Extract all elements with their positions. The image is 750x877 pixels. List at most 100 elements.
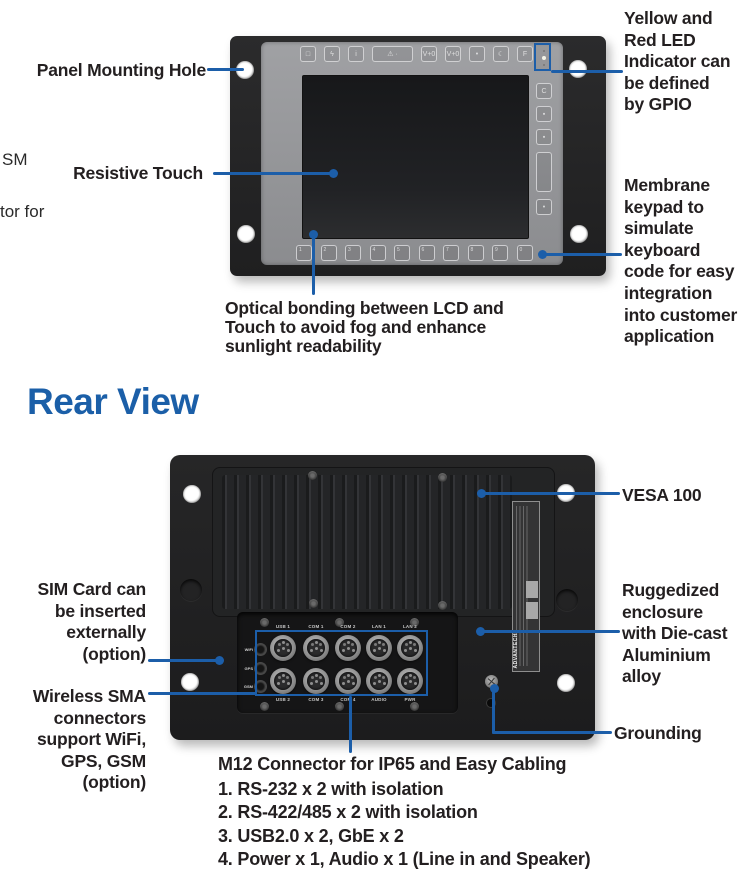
warning-key: ⚠ · (372, 46, 413, 62)
number-key-9: 9 (492, 245, 508, 261)
screw (438, 601, 447, 610)
m12-connector-com-2 (335, 635, 361, 661)
number-key-6: 6 (418, 245, 435, 261)
resistive-touch-label: Resistive Touch (73, 163, 203, 183)
sticker-brand: ADVANTECH (513, 633, 519, 669)
mounting-hole-bottom-right (557, 674, 575, 692)
m12-connector-label: COM 3 (308, 697, 324, 702)
left-fragment-tor-for: tor for (0, 202, 45, 221)
screw (335, 702, 344, 711)
number-key-4: 4 (369, 245, 386, 261)
optical-bonding-dot (309, 230, 318, 239)
m12-connector-block: M12 Connector for IP65 and Easy Cabling … (218, 753, 591, 871)
screw (260, 618, 269, 627)
panel-mounting-hole-label: Panel Mounting Hole (36, 60, 206, 80)
optical-bonding-line (312, 233, 315, 295)
panel-mounting-hole-line (207, 68, 244, 71)
sma-connector-label: WiFi (244, 647, 253, 652)
f-key: F (517, 46, 533, 62)
sticker-barcode (526, 602, 538, 619)
sim-dot (215, 656, 224, 665)
m12-connector-label: COM 4 (340, 697, 356, 702)
m12-connector-com-4 (335, 668, 361, 694)
sma-connector-label: GPS (244, 665, 253, 671)
m12-connector-pwr (397, 668, 423, 694)
screw (260, 702, 269, 711)
heatsink-plate (212, 467, 555, 617)
mounting-hole-top-left (183, 485, 201, 503)
number-key-3: 3 (345, 245, 361, 261)
mute-key: ϟ (324, 46, 340, 62)
led-indicator-line (551, 70, 623, 73)
m12-connector-label: LAN 2 (402, 624, 417, 629)
sma-connector-label: GSM (243, 684, 253, 689)
mounting-hole-bottom-left (181, 673, 199, 691)
rugged-dot (476, 627, 485, 636)
m12-connector-com-1 (303, 635, 329, 661)
m12-connector-usb-1 (270, 635, 296, 661)
vesa-line (481, 492, 620, 495)
m12-connector-lan-1 (366, 635, 392, 661)
product-label-sticker: ADVANTECH (512, 501, 540, 672)
mounting-hole-bottom-left (237, 225, 255, 243)
screw (309, 599, 318, 608)
screw (410, 618, 419, 627)
number-key-7: 7 (443, 245, 459, 261)
blind-hole-left (180, 579, 202, 601)
m12-connector-com-3 (303, 668, 329, 694)
number-key-0: 0 (516, 245, 533, 261)
membrane-keypad-dot (538, 250, 547, 259)
night-key: ☾ (493, 46, 509, 62)
grounding-line-horizontal (492, 731, 612, 734)
wireless-sma-line (148, 692, 256, 695)
sim-line (148, 659, 220, 662)
m12-title: M12 Connector for IP65 and Easy Cabling (218, 754, 567, 774)
screw (410, 702, 419, 711)
c-key: C (536, 83, 552, 99)
heatsink-fins (222, 475, 512, 609)
display-key: □ (300, 46, 316, 62)
resistive-touch-line (213, 172, 333, 175)
sticker-barcode (526, 581, 538, 598)
up-key: ▪ (536, 106, 552, 122)
info-key: i (348, 46, 364, 62)
m12-connector-label: COM 1 (308, 624, 324, 629)
led-indicator-highlight-box (534, 43, 551, 71)
m12-connector-label: LAN 1 (371, 624, 386, 629)
number-key-2: 2 (320, 245, 337, 261)
vol-up-key: V+0 (445, 46, 461, 62)
grounding-label: Grounding (614, 723, 702, 743)
membrane-key-column-right: C ▪ ▪ • (536, 83, 552, 215)
m12-connector-usb-2 (270, 668, 296, 694)
number-key-5: 5 (394, 245, 410, 261)
grounding-hole (487, 699, 495, 707)
dot-key: • (536, 199, 552, 215)
left-fragment-sm: SM (2, 150, 28, 169)
sma-connector-wifi (255, 644, 266, 655)
m12-connector-label: USB 1 (275, 624, 291, 629)
vesa-label: VESA 100 (622, 485, 702, 505)
connector-recess (237, 612, 458, 713)
m12-connector-audio (366, 668, 392, 694)
down-key: ▪ (536, 129, 552, 145)
membrane-keypad-line (543, 253, 622, 256)
connector-highlight-box (255, 630, 428, 696)
m12-line (349, 696, 352, 753)
rear-view-heading: Rear View (27, 381, 199, 422)
vol-down-key: V+0 (421, 46, 437, 62)
m12-connector-label: USB 2 (275, 697, 291, 702)
mounting-hole-bottom-right (570, 225, 588, 243)
mounting-hole-top-left (236, 61, 254, 79)
m12-connector-label: PWR (404, 697, 416, 702)
screw (335, 618, 344, 627)
sticker-text-columns (516, 506, 530, 666)
grounding-line-vertical (492, 689, 495, 734)
